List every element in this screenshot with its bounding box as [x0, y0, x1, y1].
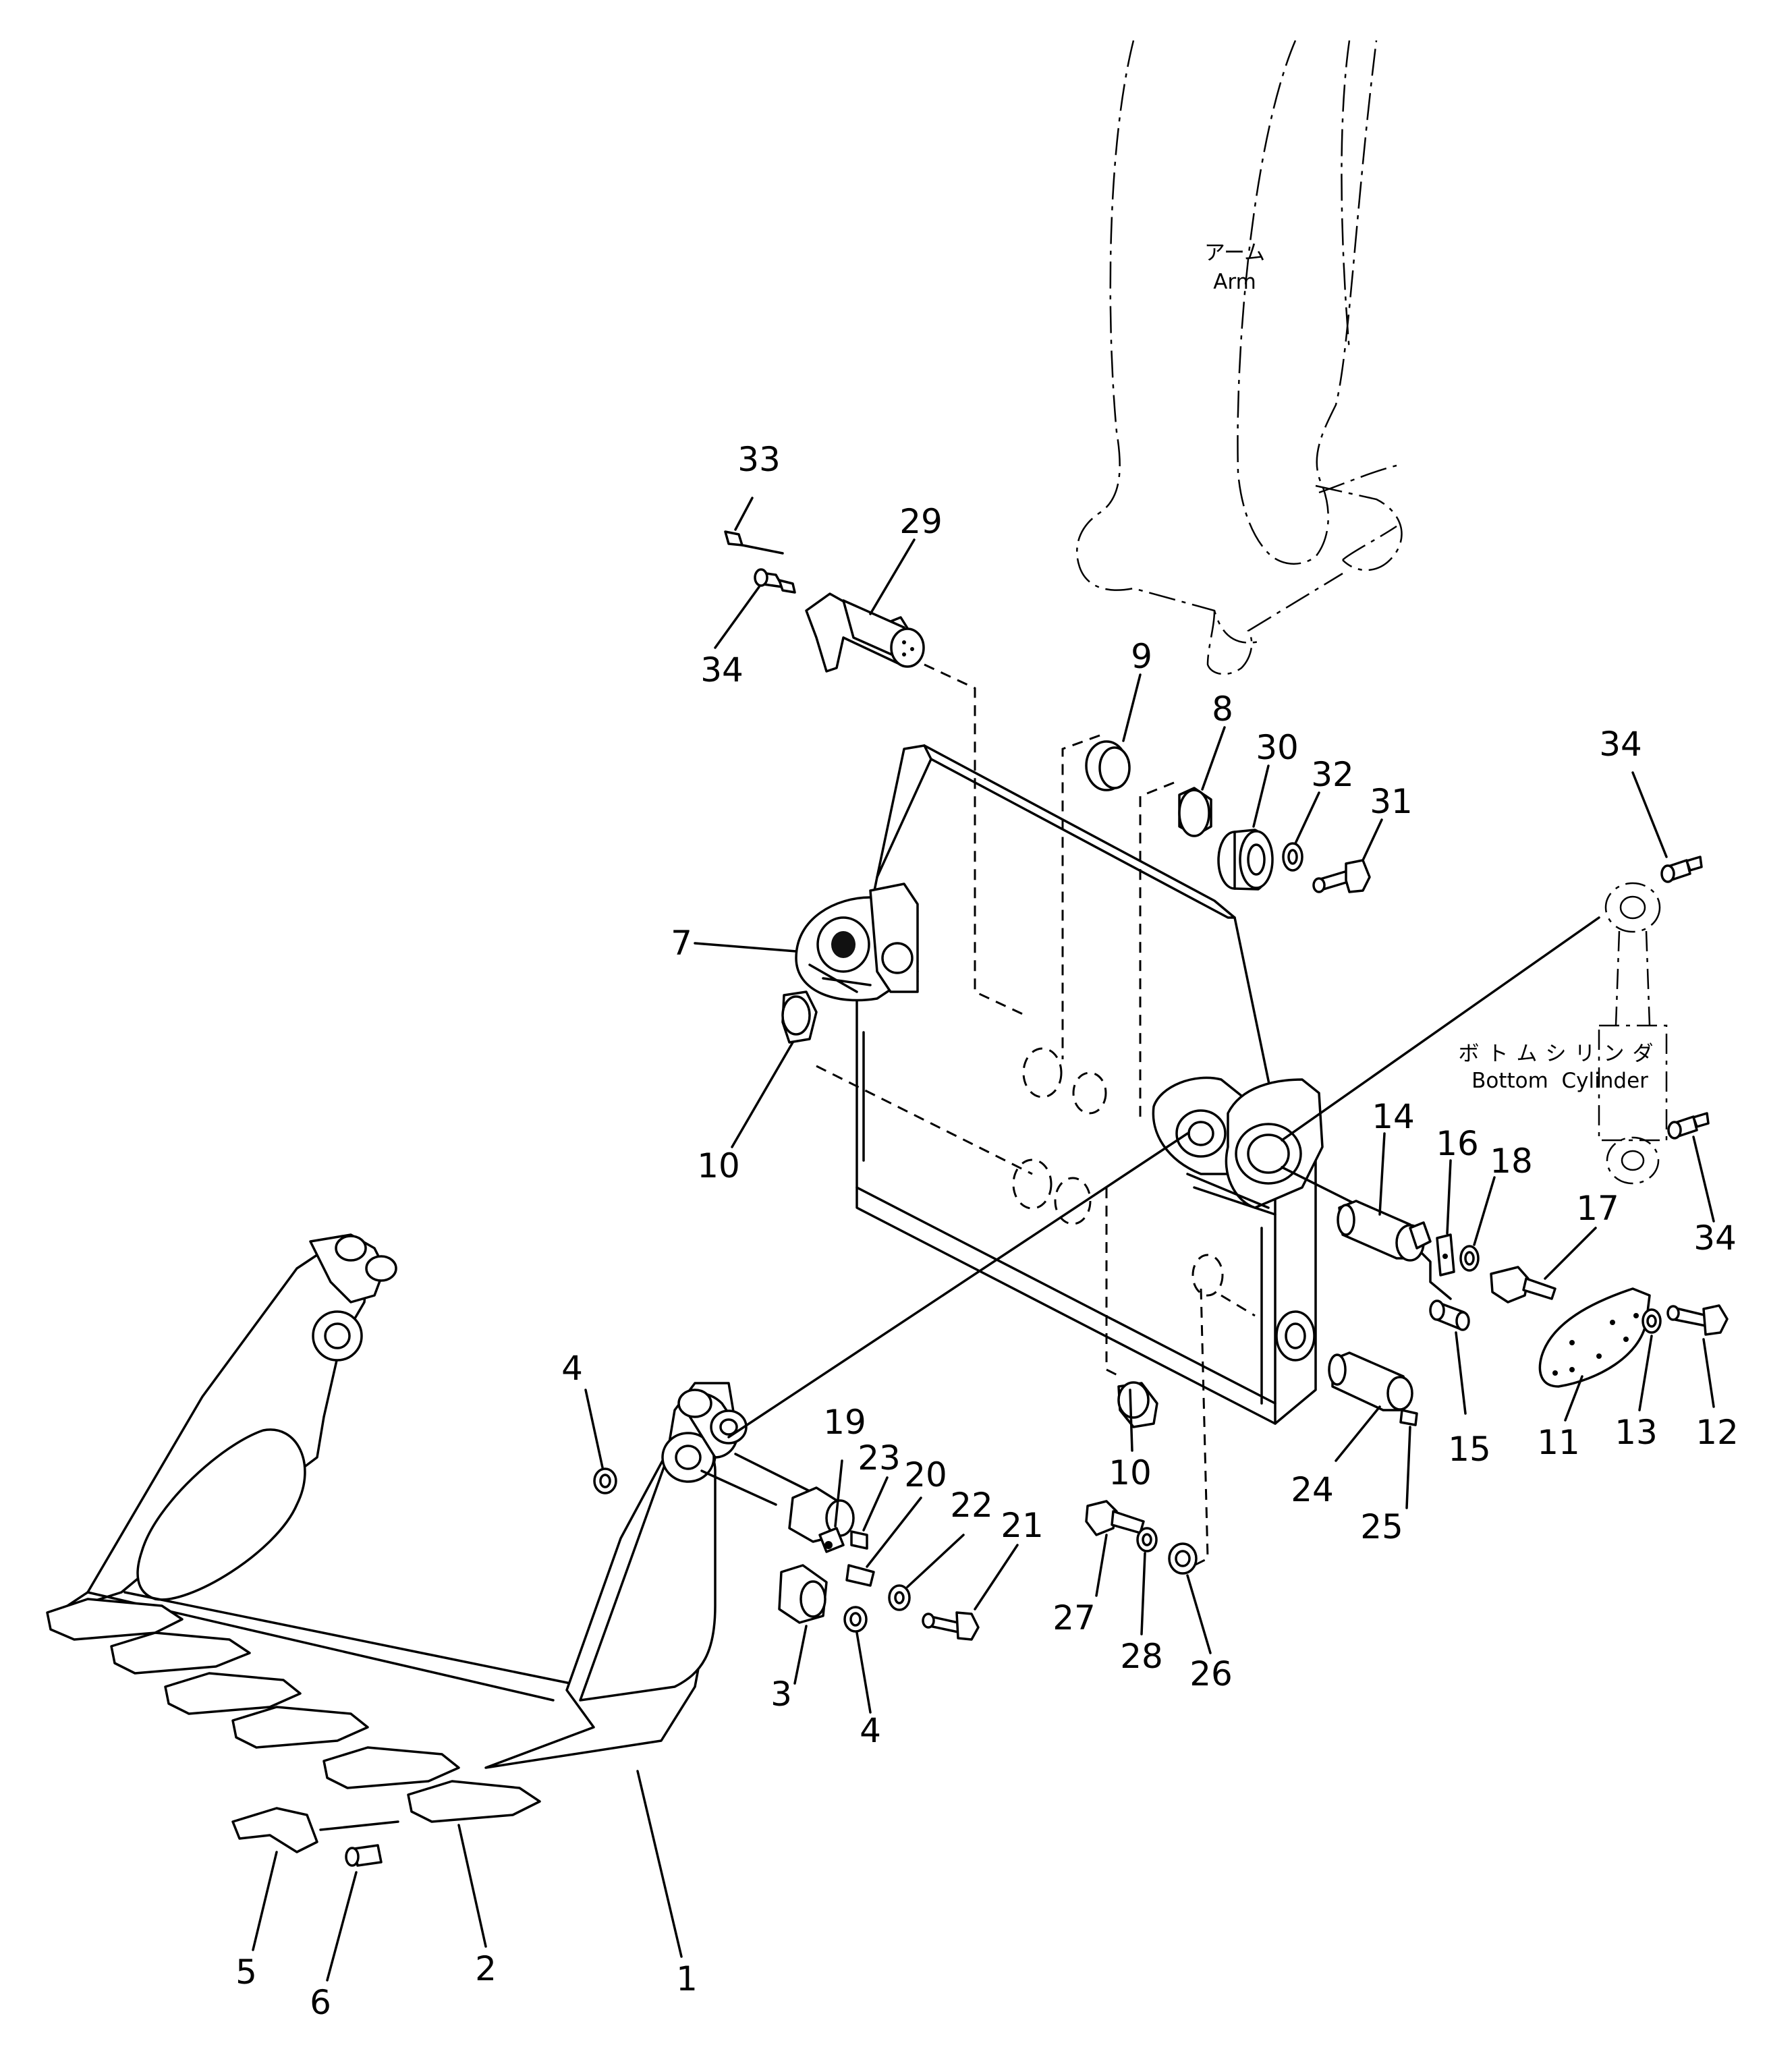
- callout-3: 3: [770, 1675, 792, 1714]
- bushing-3: [778, 1564, 828, 1624]
- callout-5: 5: [235, 1953, 257, 1992]
- bolt-21: [922, 1611, 980, 1641]
- hidden-holes: [1012, 1047, 1224, 1297]
- washer-22: [888, 1584, 911, 1611]
- callout-30: 30: [1256, 728, 1299, 767]
- callout-7: 7: [671, 924, 692, 963]
- arm-outline: [1076, 40, 1403, 675]
- callout-19: 19: [823, 1403, 866, 1442]
- plug-33: [724, 530, 784, 555]
- bottom-cylinder: [1598, 882, 1668, 1185]
- coupler-plate: [795, 744, 1324, 1425]
- callout-18: 18: [1490, 1142, 1533, 1181]
- callout-14: 14: [1372, 1097, 1415, 1136]
- callout-34-top-left: 34: [700, 650, 744, 690]
- nut-4b: [843, 1606, 868, 1633]
- callout-16: 16: [1436, 1124, 1479, 1163]
- grease-fitting-34c: [1667, 1112, 1710, 1140]
- callout-10-left: 10: [697, 1146, 740, 1185]
- bushing-9: [1085, 740, 1131, 791]
- pin-20: [845, 1564, 875, 1587]
- collar-30: [1217, 829, 1274, 891]
- nut-4a: [593, 1467, 617, 1494]
- washer-32: [1282, 842, 1303, 872]
- arm-label-jp: アーム: [1204, 241, 1265, 265]
- nipple-23: [850, 1530, 868, 1550]
- callout-15: 15: [1448, 1430, 1491, 1469]
- bushing-10a: [781, 990, 818, 1044]
- callout-34-top-right: 34: [1599, 725, 1642, 764]
- bolt-27: [1085, 1500, 1145, 1536]
- callout-9: 9: [1131, 637, 1152, 676]
- callout-leaders: [252, 497, 1715, 1982]
- arm-label-en: Arm: [1213, 270, 1256, 294]
- callout-13: 13: [1615, 1413, 1658, 1452]
- bucket-teeth: [46, 1598, 541, 1823]
- pin-24: [1328, 1351, 1413, 1411]
- callout-23: 23: [858, 1438, 901, 1478]
- side-cutter: [231, 1807, 399, 1853]
- bottom-cylinder-label-jp: ボトムシリンダ: [1459, 1042, 1662, 1066]
- grease-fitting-34b: [1660, 856, 1703, 883]
- pin-14: [1337, 1200, 1432, 1262]
- callout-2: 2: [475, 1949, 497, 1988]
- callout-20: 20: [904, 1455, 947, 1494]
- bolt-31: [1312, 859, 1371, 893]
- callout-17: 17: [1576, 1189, 1619, 1228]
- callout-4-top: 4: [561, 1349, 583, 1388]
- callout-28: 28: [1120, 1637, 1163, 1676]
- callout-11: 11: [1537, 1423, 1580, 1462]
- tooth-bolt: [345, 1844, 383, 1867]
- grease-fitting-34a: [754, 568, 796, 594]
- washer-13: [1642, 1308, 1662, 1334]
- callout-27: 27: [1053, 1598, 1096, 1637]
- nut-26: [1168, 1542, 1198, 1575]
- callout-24: 24: [1291, 1470, 1334, 1509]
- callout-33: 33: [737, 440, 781, 479]
- cover-plate-11: [1538, 1287, 1651, 1388]
- callout-4-bottom: 4: [860, 1711, 881, 1750]
- callout-12: 12: [1695, 1413, 1739, 1452]
- callout-10-bottom: 10: [1109, 1453, 1152, 1492]
- bushing-10b: [1117, 1381, 1158, 1428]
- pin-29: [805, 592, 925, 673]
- callout-31: 31: [1370, 782, 1413, 821]
- callout-22: 22: [950, 1486, 993, 1525]
- fitting-15: [1429, 1299, 1470, 1331]
- callout-1: 1: [676, 1959, 698, 1998]
- bushing-8: [1178, 787, 1212, 837]
- callout-6: 6: [310, 1983, 331, 2022]
- callout-21: 21: [1001, 1506, 1044, 1545]
- callout-numbers: 33 29 34 9 8 30 32 31 34 7 10 14 16 18 1…: [235, 440, 1739, 2022]
- callout-32: 32: [1311, 755, 1354, 794]
- assembly-lines: [700, 663, 1600, 1567]
- washer-18: [1459, 1245, 1480, 1272]
- pin-19: [788, 1486, 855, 1553]
- bolt-17: [1490, 1266, 1556, 1304]
- nipple-25: [1399, 1409, 1418, 1426]
- callout-26: 26: [1189, 1654, 1233, 1693]
- plate-16: [1436, 1233, 1455, 1277]
- bottom-cylinder-label-en: Bottom Cylinder: [1471, 1069, 1648, 1093]
- callout-25: 25: [1360, 1507, 1403, 1546]
- callout-29: 29: [899, 502, 943, 541]
- callout-34-right: 34: [1693, 1219, 1737, 1258]
- bolt-12: [1666, 1304, 1729, 1336]
- washer-28: [1136, 1527, 1158, 1552]
- callout-8: 8: [1212, 690, 1233, 729]
- bucket-body: [56, 1233, 748, 1769]
